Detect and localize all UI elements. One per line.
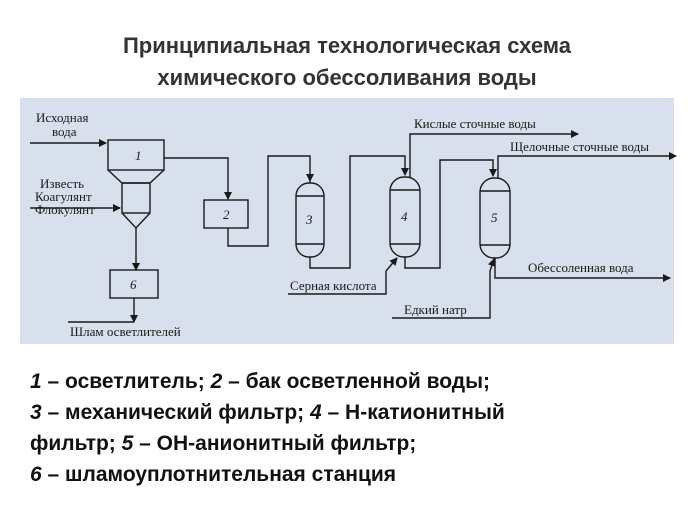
legend-text-4: – Н-катионитный (321, 401, 505, 424)
legend-number-1: 1 (30, 370, 42, 393)
legend-text-5: – ОН-анионитный фильтр; (133, 432, 417, 455)
cation-to-anion-filter-line (404, 159, 497, 269)
legend-text-3: – механический фильтр; (41, 401, 310, 424)
title-line-2: химического обессоливания воды (157, 65, 537, 90)
clarifier-body (121, 182, 151, 214)
desalted-water-label: Обессоленная вода (528, 260, 634, 275)
legend-line-1: 1 – осветлитель; 2 – бак осветленной вод… (30, 366, 680, 397)
sludge-label: Шлам осветлителей (70, 324, 181, 339)
acid-waste-label: Кислые сточные воды (414, 116, 536, 131)
clarifier-to-tank-line (164, 157, 232, 200)
legend-text-2: – бак осветленной воды; (222, 370, 491, 393)
source-water-label-1: Исходная (36, 110, 88, 125)
clarifier-cone (121, 212, 151, 230)
tank-to-mech-filter-line (227, 155, 314, 247)
caustic-soda-label: Едкий натр (404, 302, 467, 317)
caustic-soda-feed (487, 258, 496, 272)
legend-text-1: – осветлитель; (41, 370, 211, 393)
acid-waste-line (409, 130, 579, 177)
legend-text-4-cont: фильтр; (30, 432, 122, 455)
sulfuric-acid-line (288, 271, 387, 295)
clarifier-funnel-upper (107, 169, 165, 184)
flocculant-label: Флокулянт (35, 202, 95, 217)
legend-line-3: фильтр; 5 – ОН-анионитный фильтр; (30, 428, 680, 459)
unit-5-number: 5 (491, 210, 498, 225)
lime-label: Известь (40, 176, 84, 191)
legend-number-3: 3 (30, 401, 42, 424)
title-line-1: Принципиальная технологическая схема (122, 33, 572, 58)
legend-number-2: 2 (210, 370, 223, 393)
sulfuric-acid-feed (385, 257, 398, 272)
unit-2-number: 2 (223, 207, 230, 222)
unit-3-number: 3 (305, 212, 313, 227)
legend-number-5: 5 (121, 432, 134, 455)
legend-line-2: 3 – механический фильтр; 4 – Н-катионитн… (30, 397, 680, 428)
coagulant-label: Коагулянт (35, 189, 92, 204)
legend: 1 – осветлитель; 2 – бак осветленной вод… (30, 366, 680, 490)
unit-4-number: 4 (401, 209, 408, 224)
unit-6-number: 6 (130, 277, 137, 292)
alkaline-waste-label: Щелочные сточные воды (510, 139, 649, 154)
sulfuric-acid-label: Серная кислота (290, 278, 377, 293)
legend-line-4: 6 – шламоуплотнительная станция (30, 459, 680, 490)
legend-number-6: 6 (30, 463, 42, 486)
source-water-label-2: вода (52, 124, 77, 139)
unit-1-number: 1 (135, 148, 142, 163)
page-title: Принципиальная технологическая схема хим… (0, 30, 694, 94)
tank-unit-2 (203, 199, 249, 229)
caustic-soda-line (392, 271, 491, 319)
clarifier-top-box (107, 139, 165, 171)
legend-number-4: 4 (310, 401, 322, 424)
legend-text-6: – шламоуплотнительная станция (41, 463, 397, 486)
alkaline-waste-line (497, 152, 677, 178)
mech-to-cation-filter-line (309, 155, 409, 269)
desalted-water-line (494, 258, 671, 282)
